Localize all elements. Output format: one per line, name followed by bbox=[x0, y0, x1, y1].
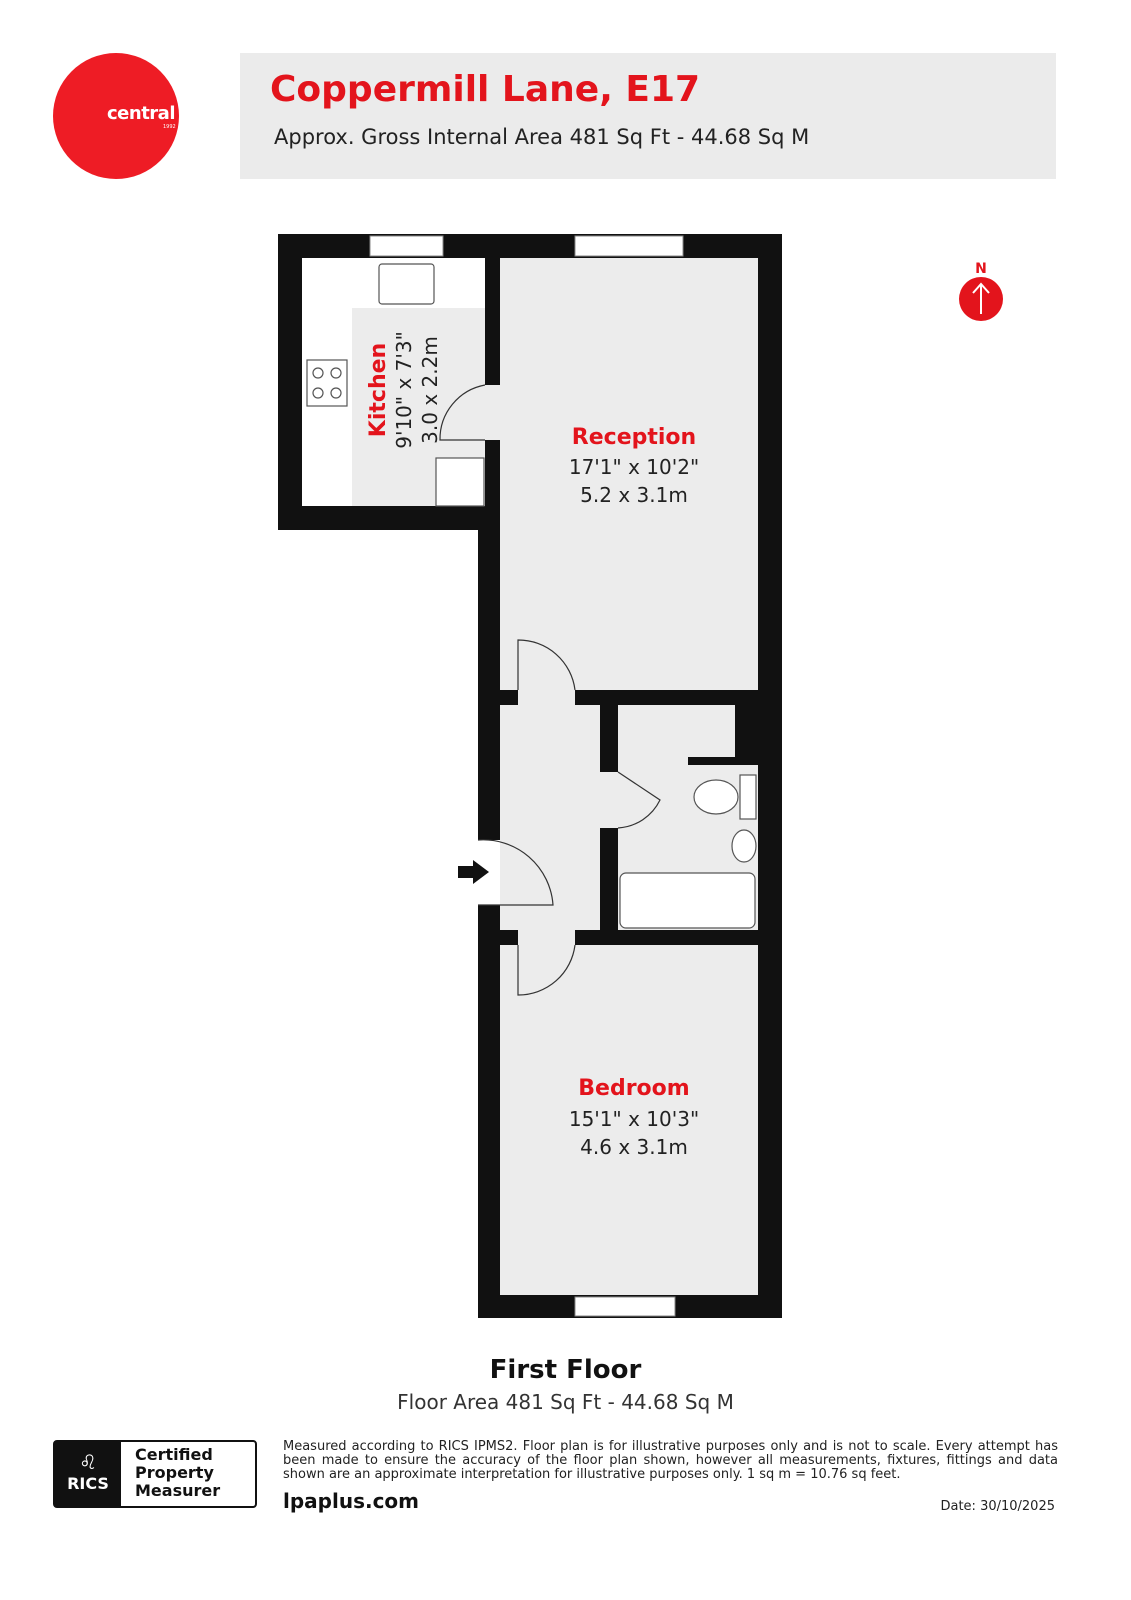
hall-floor bbox=[500, 705, 600, 930]
website-link[interactable]: lpaplus.com bbox=[283, 1489, 420, 1513]
kitchen-window bbox=[369, 235, 444, 257]
reception-floor bbox=[500, 258, 758, 690]
badge-line-3: Measurer bbox=[135, 1481, 221, 1500]
badge-line-1: Certified bbox=[135, 1445, 213, 1464]
reception-door bbox=[517, 639, 576, 691]
rics-logo: ♌RICS bbox=[55, 1442, 121, 1506]
kitchen-metric: 3.0 x 2.2m bbox=[418, 336, 442, 444]
entrance-gap bbox=[478, 840, 500, 905]
property-title: Coppermill Lane, E17 bbox=[270, 69, 701, 110]
rics-badge: ♌RICS Certified Property Measurer bbox=[53, 1440, 257, 1508]
disclaimer: Measured according to RICS IPMS2. Floor … bbox=[283, 1439, 1058, 1482]
reception-imperial: 17'1" x 10'2" bbox=[569, 455, 699, 479]
floor-title: First Floor bbox=[489, 1355, 642, 1385]
kitchen-imperial: 9'10" x 7'3" bbox=[392, 331, 416, 449]
sink bbox=[378, 263, 435, 305]
floor-area: Floor Area 481 Sq Ft - 44.68 Sq M bbox=[397, 1390, 734, 1414]
toilet bbox=[693, 779, 739, 815]
reception-metric: 5.2 x 3.1m bbox=[580, 483, 688, 507]
cupboard-floor bbox=[618, 705, 735, 757]
bedroom-imperial: 15'1" x 10'3" bbox=[569, 1107, 699, 1131]
header-banner: Coppermill Lane, E17 Approx. Gross Inter… bbox=[240, 53, 1056, 179]
compass-label: N bbox=[975, 261, 987, 277]
reception-window bbox=[574, 235, 684, 257]
bedroom-metric: 4.6 x 3.1m bbox=[580, 1135, 688, 1159]
kitchen-door bbox=[439, 384, 486, 441]
fridge bbox=[435, 457, 485, 507]
badge-line-2: Property bbox=[135, 1463, 214, 1482]
basin bbox=[731, 829, 757, 863]
logo-brand: central bbox=[107, 103, 176, 124]
kitchen-name: Kitchen bbox=[366, 343, 391, 437]
hob bbox=[306, 359, 348, 407]
compass-north-icon bbox=[959, 277, 1003, 321]
bath bbox=[619, 872, 756, 929]
plan-date: Date: 30/10/2025 bbox=[940, 1499, 1055, 1514]
rics-logo-text: RICS bbox=[67, 1474, 109, 1493]
bedroom-door bbox=[517, 944, 576, 996]
reception-name: Reception bbox=[572, 425, 696, 450]
entrance-arrow-icon bbox=[458, 860, 489, 884]
bathroom-door bbox=[617, 771, 661, 829]
bedroom-window bbox=[574, 1296, 676, 1317]
bedroom-floor bbox=[500, 945, 758, 1295]
gross-area: Approx. Gross Internal Area 481 Sq Ft - … bbox=[274, 125, 810, 149]
bedroom-name: Bedroom bbox=[578, 1076, 689, 1101]
lion-icon: ♌ bbox=[79, 1450, 97, 1474]
logo-year: 1992 bbox=[163, 124, 176, 130]
central-logo: central 1992 bbox=[53, 53, 179, 179]
entrance-door bbox=[477, 839, 554, 906]
